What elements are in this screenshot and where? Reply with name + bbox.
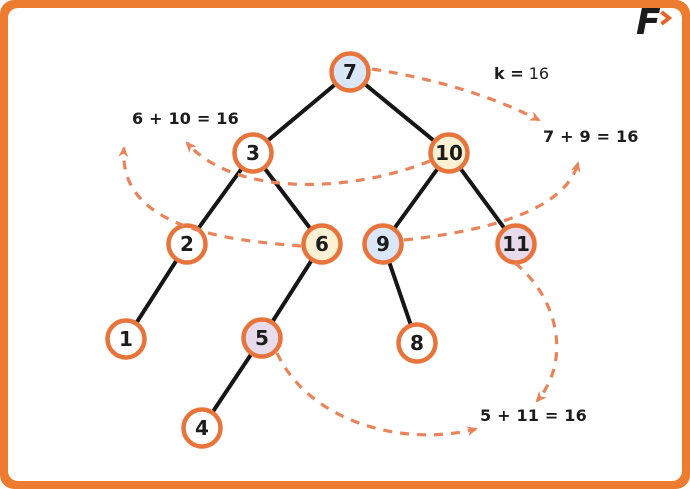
arrow-7-to-sum-7-9 <box>371 67 541 122</box>
arrow-10-to-sum-6-10 <box>185 141 431 187</box>
tree-node-7 <box>329 51 371 93</box>
tree-node-5 <box>241 317 283 359</box>
tree-node-6-label: 6 <box>315 232 329 256</box>
sum-annotation-7-9: 7 + 9 = 16 <box>543 127 639 146</box>
brand-logo: F <box>636 5 672 41</box>
tree-edge-7-3 <box>251 70 352 155</box>
tree-node-4 <box>181 407 223 449</box>
tree-node-10 <box>428 132 470 174</box>
tree-node-2-label: 2 <box>180 232 194 256</box>
tree-node-1-label: 1 <box>119 327 133 351</box>
tree-nodes <box>105 51 537 449</box>
tree-node-7-label: 7 <box>343 60 357 84</box>
k-value-label: k = 16 <box>494 64 549 83</box>
arrow-9-to-sum-7-9 <box>403 161 581 242</box>
tree-node-3 <box>232 132 274 174</box>
arrow-6-to-sum-6-10 <box>118 146 302 248</box>
pair-sum-arrows <box>118 67 581 437</box>
tree-node-8-label: 8 <box>410 331 424 355</box>
tree-node-10-label: 10 <box>435 141 463 165</box>
arrow-5-to-sum-5-11 <box>275 352 478 437</box>
sum-annotation-6-10: 6 + 10 = 16 <box>132 109 239 128</box>
arrow-11-to-sum-5-11 <box>513 261 559 403</box>
tree-node-8 <box>396 322 438 364</box>
tree-node-9-label: 9 <box>376 232 390 256</box>
logo-chevron-icon <box>659 10 672 30</box>
tree-node-4-label: 4 <box>195 416 209 440</box>
k-label-prefix: k = <box>494 64 524 83</box>
tree-node-3-label: 3 <box>246 141 260 165</box>
tree-node-5-label: 5 <box>255 326 269 350</box>
logo-letter: F <box>636 2 661 43</box>
tree-edge-7-10 <box>348 70 451 155</box>
tree-node-2 <box>166 223 208 265</box>
tree-node-6 <box>301 223 343 265</box>
tree-node-1 <box>105 318 147 360</box>
tree-node-9 <box>362 223 404 265</box>
sum-annotation-5-11: 5 + 11 = 16 <box>480 406 587 425</box>
tree-node-11-label: 11 <box>502 232 530 256</box>
k-label-value: 16 <box>528 64 550 83</box>
